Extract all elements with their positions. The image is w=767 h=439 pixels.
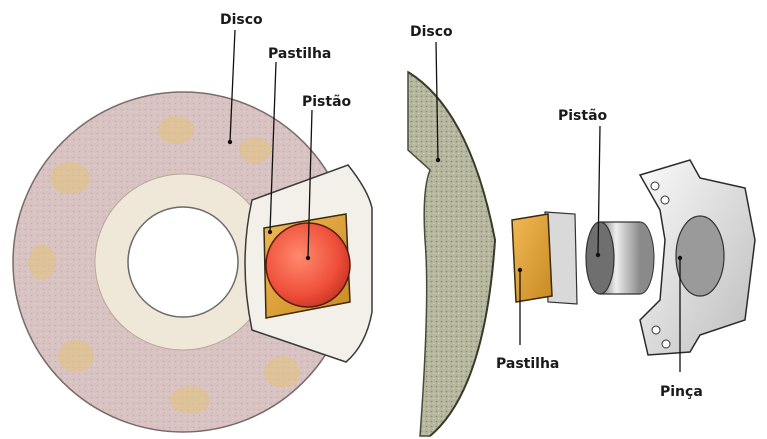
label-disco-left: Disco xyxy=(220,12,263,28)
right-piston-face xyxy=(586,222,614,294)
label-pastilha-left: Pastilha xyxy=(268,46,331,62)
left-disc-view: Disco Pastilha Pistão xyxy=(13,12,372,432)
right-caliper-bore xyxy=(676,216,724,296)
label-disco-right: Disco xyxy=(410,24,453,40)
right-disc xyxy=(408,72,495,436)
label-pistao-right: Pistão xyxy=(558,108,608,124)
label-pistao-left: Pistão xyxy=(302,94,352,110)
label-pastilha-right: Pastilha xyxy=(496,356,559,372)
label-pinca-right: Pinça xyxy=(660,384,703,400)
right-exploded-view: Disco Pistão Pastilha Pinça xyxy=(408,24,755,436)
left-center-hole xyxy=(128,207,238,317)
right-pad xyxy=(512,214,552,302)
